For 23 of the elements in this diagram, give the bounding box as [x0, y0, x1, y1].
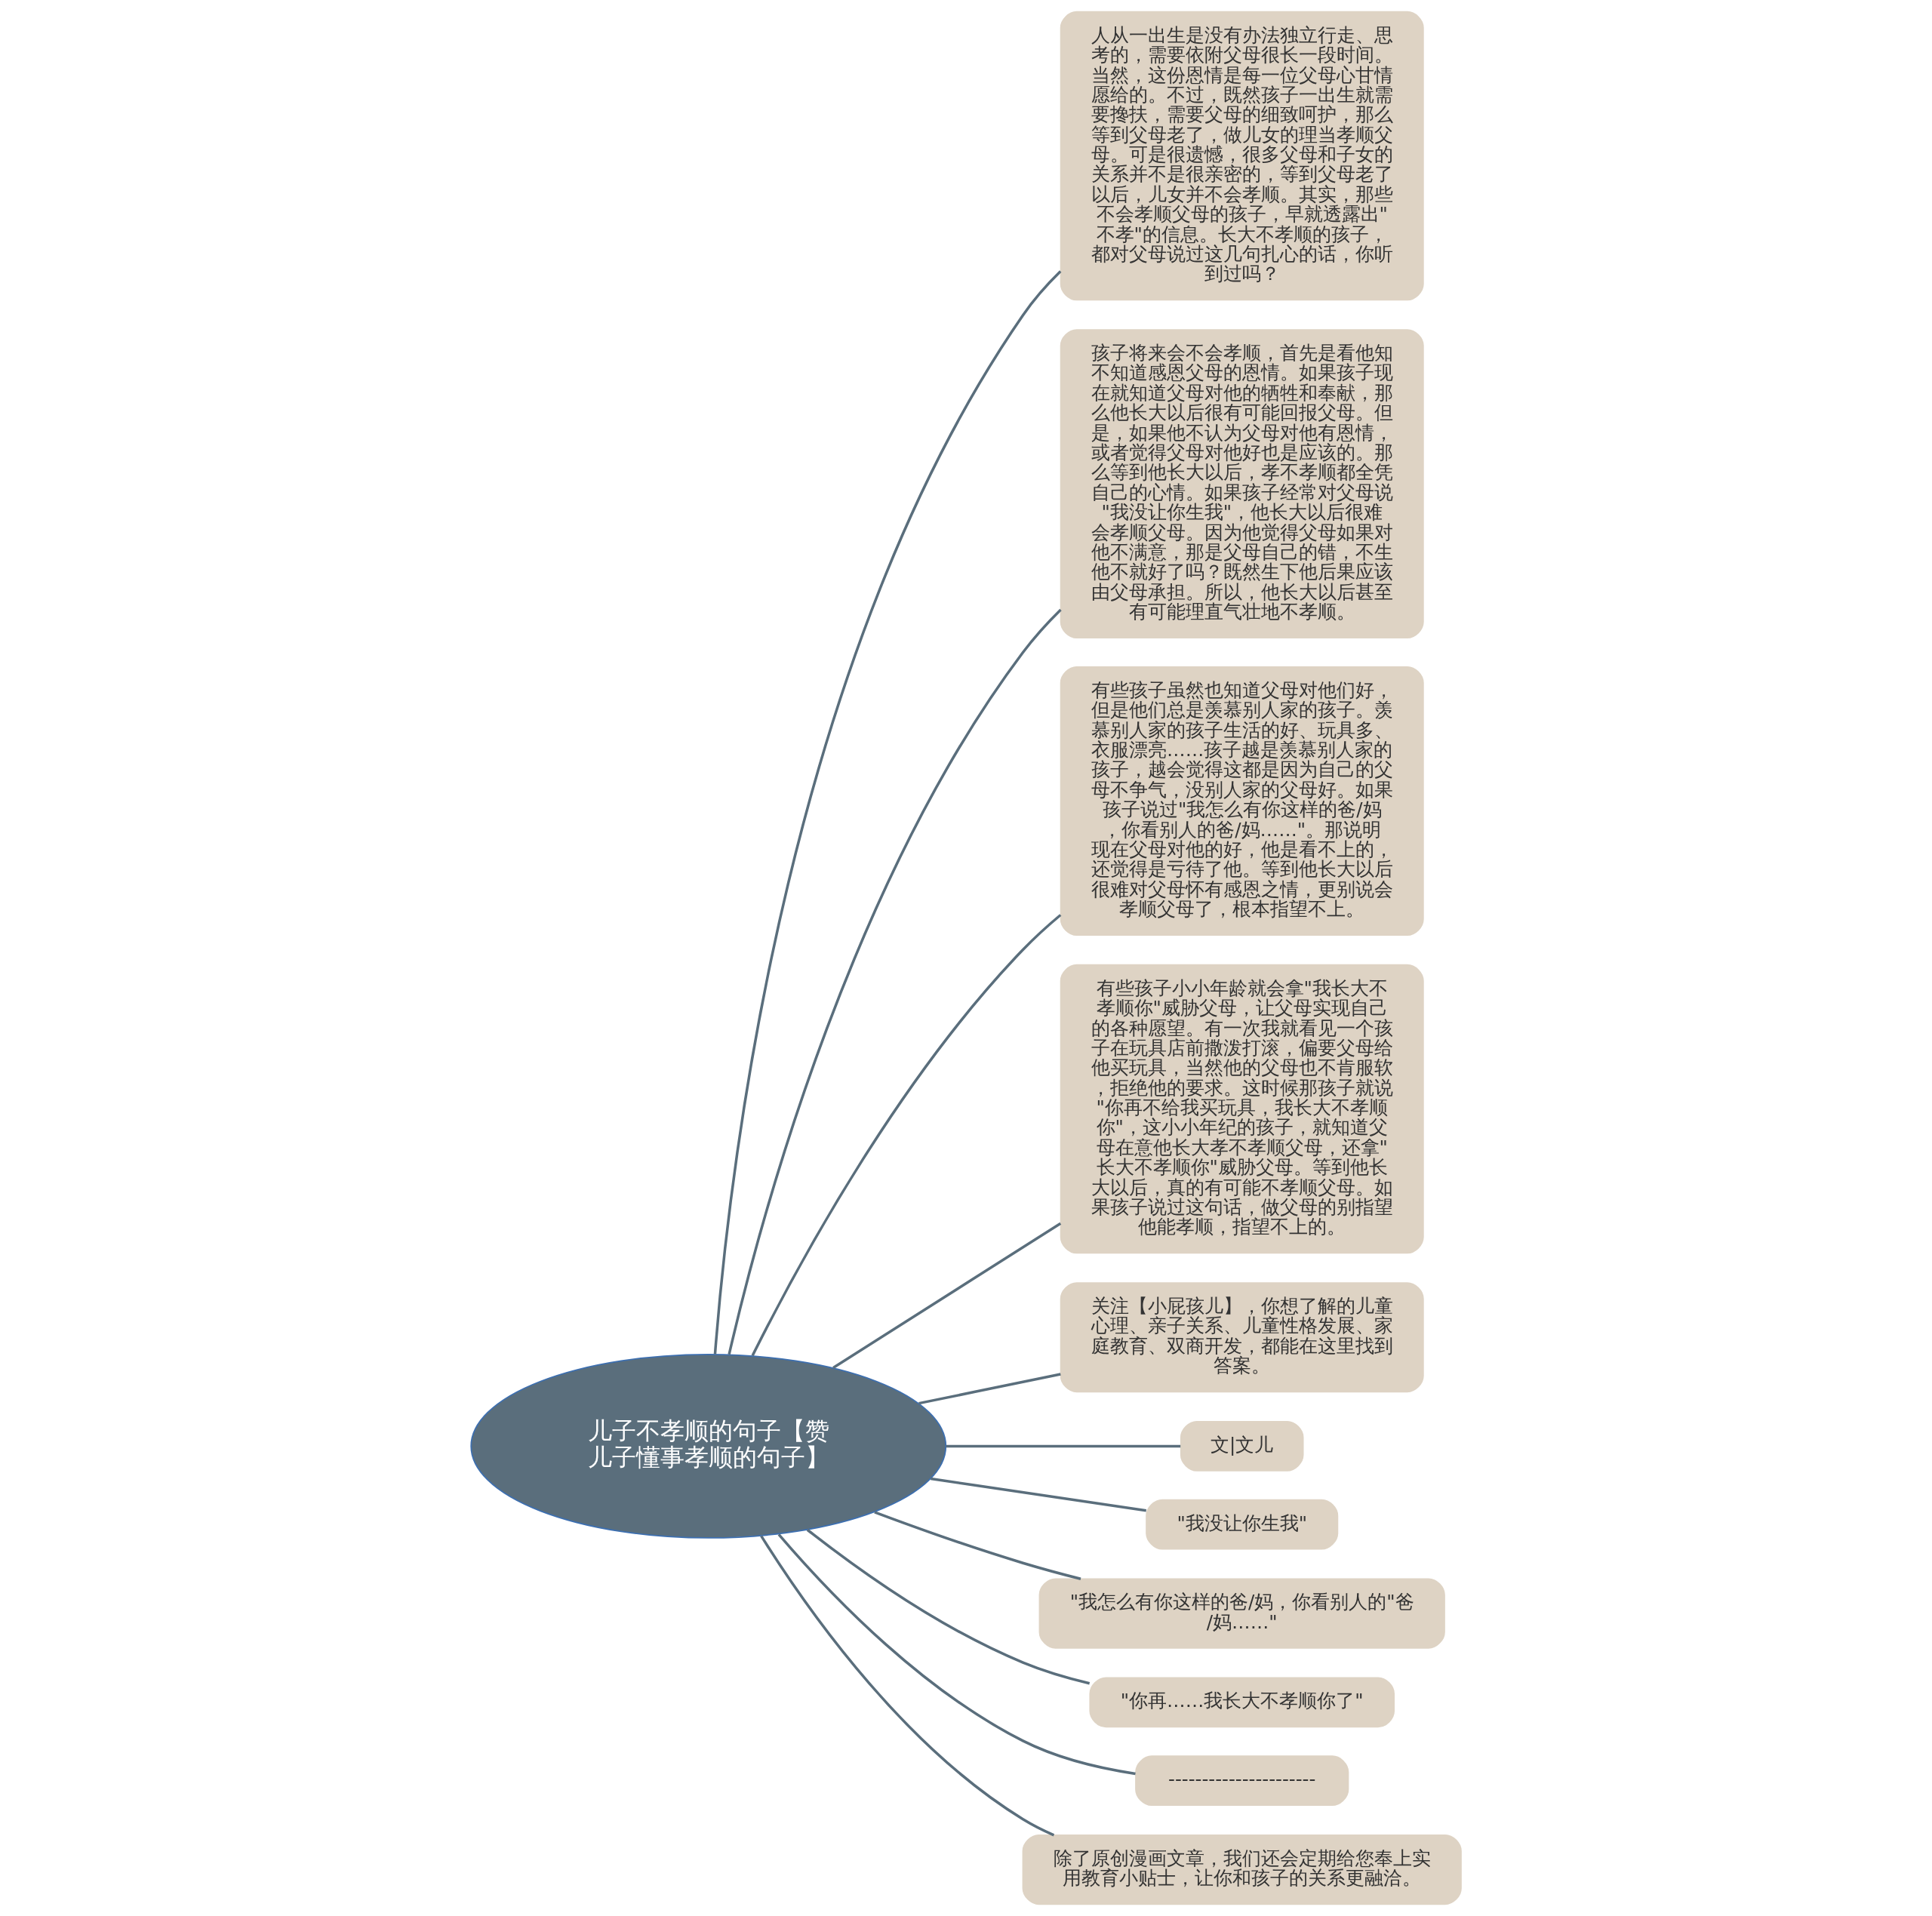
connector: [760, 1535, 1055, 1837]
connector: [832, 1222, 1062, 1369]
connector: [930, 1477, 1146, 1512]
node-ellipse: 儿子不孝顺的句子【赞儿子懂事孝顺的句子】: [470, 1354, 947, 1539]
connector: [713, 270, 1062, 1355]
connector: [874, 1511, 1081, 1580]
node-box: ----------------------: [1135, 1755, 1349, 1807]
connector: [777, 1533, 1136, 1776]
node-box: "我怎么有你这样的爸/妈，你看别人的"爸/妈……": [1038, 1578, 1445, 1649]
node-box: 有些孩子虽然也知道父母对他们好，但是他们总是羡慕别人家的孩子。羡慕别人家的孩子生活的好、玩具多、衣服漂亮……孩子越是羡慕别人家的孩子，越会觉得这都是因为自己的父母不争气，没别人家的父母好。如果孩子说过"我怎么有你这样的爸/妈，你看别人的爸/妈……"。那说明现在父母对他的好，他是看不上的，还觉得是亏待了他。等到他长大以后很难对父母怀有感恩之情，更别说会孝顺父母了，根本指望不上。: [1060, 666, 1424, 936]
node-box: "你再……我长大不孝顺你了": [1089, 1677, 1395, 1728]
node-box: 除了原创漫画文章，我们还会定期给您奉上实用教育小贴士，让你和孩子的关系更融洽。: [1022, 1834, 1462, 1905]
connector: [751, 914, 1062, 1357]
node-box: 有些孩子小小年龄就会拿"我长大不孝顺你"威胁父母，让父母实现自己的各种愿望。有一次我就看见一个孩子在玩具店前撒泼打滚，偏要父母给他买玩具，当然他的父母也不肯服软，拒绝他的要求。这时候那孩子就说"你再不给我买玩具，我长大不孝顺你"，这小小年纪的孩子，就知道父母在意他长大孝不孝顺父母，还拿"长大不孝顺你"威胁父母。等到他长大以后，真的有可能不孝顺父母。如果孩子说过这句话，做父母的别指望他能孝顺，指望不上的。: [1060, 964, 1424, 1254]
node-box: 孩子将来会不会孝顺，首先是看他知不知道感恩父母的恩情。如果孩子现在就知道父母对他的牺牲和奉献，那么他长大以后很有可能回报父母。但是，如果他不认为父母对他有恩情，或者觉得父母对他好也是应该的。那么等到他长大以后，孝不孝顺都全凭自己的心情。如果孩子经常对父母说"我没让你生我"，他长大以后很难会孝顺父母。因为他觉得父母如果对他不满意，那是父母自己的错，不生他不就好了吗？既然生下他后果应该由父母承担。所以，他长大以后甚至有可能理直气壮地不孝顺。: [1060, 329, 1424, 638]
connector: [918, 1373, 1061, 1405]
node-box: "我没让你生我": [1146, 1499, 1339, 1550]
connector: [728, 608, 1062, 1355]
connector: [806, 1528, 1091, 1685]
node-box: 文|文儿: [1180, 1420, 1304, 1472]
connector: [946, 1444, 1181, 1448]
node-box: 关注【小屁孩儿】，你想了解的儿童心理、亲子关系、儿童性格发展、家庭教育、双商开发，都能在这里找到答案。: [1060, 1282, 1424, 1393]
node-box: 人从一出生是没有办法独立行走、思考的，需要依附父母很长一段时间。当然，这份恩情是每一位父母心甘情愿给的。不过，既然孩子一出生就需要搀扶，需要父母的细致呵护，那么等到父母老了，做儿女的理当孝顺父母。可是很遗憾，很多父母和子女的关系并不是很亲密的，等到父母老了以后，儿女并不会孝顺。其实，那些不会孝顺父母的孩子，早就透露出"不孝"的信息。长大不孝顺的孩子，都对父母说过这几句扎心的话，你听到过吗？: [1060, 11, 1424, 301]
